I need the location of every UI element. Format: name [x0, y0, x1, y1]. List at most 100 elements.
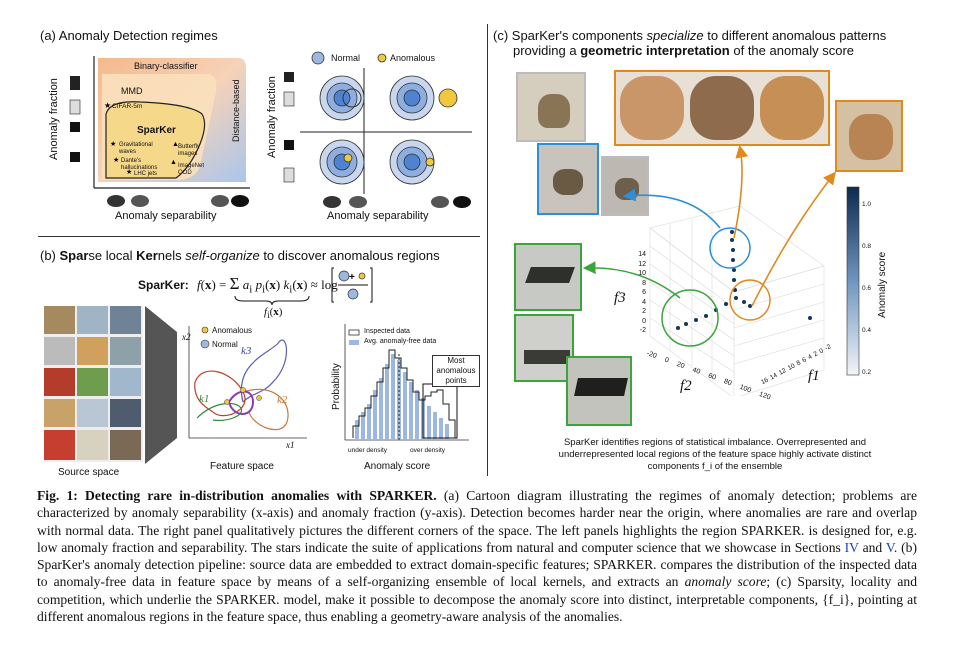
sparker-formula: f(x) = Σ ai pi(x) ki(x) ≈ log: [197, 274, 338, 296]
legend-normal: Normal: [331, 53, 361, 63]
svg-text:▲: ▲: [172, 141, 179, 148]
panel-a-title: (a) Anomaly Detection regimes: [40, 28, 218, 43]
f2-axis-label: f2: [680, 378, 692, 394]
panel-b-title: (b) Sparse local Kernels self-organize t…: [40, 248, 440, 263]
panel-c-title-line1: (c) SparKer's components specialize to d…: [493, 28, 887, 43]
f1-tick: 0: [818, 347, 825, 356]
grav-waves-label: Gravitational waves: [119, 142, 153, 155]
svg-text:▲: ▲: [170, 159, 177, 166]
feature-space-plot: [188, 326, 307, 439]
k2-label: k2: [277, 394, 288, 406]
caption-text-3: ; (c) Sparsity, locality and competition…: [37, 574, 917, 625]
colorbar-tick: 1.0: [862, 201, 872, 208]
legend-anomalous: Anomalous: [390, 53, 436, 63]
f3-tick: 4: [642, 298, 646, 306]
embedding-funnel: [145, 306, 177, 464]
f1-tick: 4: [806, 353, 814, 362]
right-xlabel: Anomaly separability: [327, 210, 429, 222]
over-density-label: over density: [410, 447, 446, 454]
caption-ref-v[interactable]: V: [885, 539, 894, 555]
svg-text:★: ★: [126, 168, 132, 176]
fi-label: fi(x): [264, 306, 283, 321]
panel-c-title-line2: providing a geometric interpretation of …: [513, 43, 855, 58]
hist-legend-inspected: Inspected data: [364, 328, 410, 335]
butterfly-label: Butterfly images: [178, 144, 201, 157]
f3-tick: 6: [642, 289, 646, 296]
panel-c-note: SparKer identifies regions of statistica…: [558, 437, 872, 472]
f1-axis-label: f1: [808, 368, 820, 384]
figure-caption: Fig. 1: Detecting rare in-distribution a…: [37, 487, 917, 625]
thumb-plane-2: [566, 356, 632, 426]
thumb-dog-single: [835, 100, 903, 172]
anomaly-score-label: Anomaly score: [364, 461, 431, 472]
f3-tick: 14: [638, 251, 646, 258]
thumb-deer-1: [537, 143, 599, 215]
sparker-formula-label: SparKer:: [138, 278, 189, 292]
lhc-label: LHC jets: [134, 171, 158, 177]
separator-bc: [487, 24, 488, 476]
f3-tick: 2: [642, 308, 646, 315]
colorbar-tick: 0.4: [862, 327, 872, 334]
colorbar-tick: 0.8: [862, 243, 872, 250]
x1-label: x1: [286, 440, 295, 450]
under-density-label: under density: [348, 447, 388, 454]
caption-ref-iv[interactable]: IV: [844, 539, 859, 555]
f3-tick: 12: [638, 260, 646, 268]
f3-tick: 0: [642, 317, 646, 325]
k3-label: k3: [241, 345, 252, 357]
caption-anomaly-score: anomaly score: [684, 574, 767, 590]
colorbar-tick: 0.6: [862, 285, 872, 292]
regime-diagram-left: ★ ★ ▲ ★ ▲ ★: [69, 56, 250, 207]
formula-fraction: +: [331, 267, 373, 303]
dante-label: Dante's hallucinations: [121, 158, 158, 171]
colorbar-label: Anomaly score: [877, 251, 888, 318]
binary-classifier-label: Binary-classifier: [134, 61, 198, 71]
svg-text:★: ★: [104, 101, 111, 110]
feature-legend-anomalous: Anomalous: [212, 326, 253, 335]
f3-ticks: 14 12 10 8 6 4 2 0 -2: [632, 250, 646, 336]
source-space-label: Source space: [58, 467, 120, 478]
thumb-ship: [514, 314, 574, 382]
x2-label: x2: [182, 332, 191, 342]
feature-space-label: Feature space: [210, 461, 274, 472]
f3-tick: 8: [642, 279, 646, 287]
f1-tick: 6: [801, 356, 808, 365]
f2-tick: 0: [663, 356, 670, 365]
sparker-region-label: SparKer: [137, 125, 176, 136]
svg-text:★: ★: [110, 140, 116, 148]
left-xlabel: Anomaly separability: [115, 210, 217, 222]
f1-tick: 2: [812, 350, 820, 359]
thumb-cat: [516, 72, 586, 142]
svg-text:+: +: [349, 272, 355, 283]
f1-tick: 8: [795, 359, 802, 368]
distance-based-label: Distance-based: [231, 79, 241, 142]
hist-legend-free: Avg. anomaly-free data: [364, 338, 437, 345]
f3-tick: 10: [638, 270, 646, 277]
thumb-plane-1: [514, 243, 582, 311]
caption-text-2: . (b) SparKer's anomaly detection pipeli…: [37, 539, 917, 590]
imagenet-label: ImageNet OOD: [178, 163, 205, 176]
latent-3d-plot: [649, 205, 825, 396]
svg-text:★: ★: [113, 156, 119, 164]
caption-and: and: [858, 539, 886, 555]
caption-label: Fig. 1: Detecting rare in-distribution a…: [37, 488, 437, 503]
regime-diagram-right: [283, 51, 472, 208]
most-anomalous-label: Most anomalous points: [432, 355, 480, 387]
colorbar-tick: 0.2: [862, 369, 872, 376]
source-image-grid: [44, 306, 143, 462]
k1-label: k1: [199, 393, 210, 405]
mmd-label: MMD: [121, 86, 143, 96]
f3-tick: -2: [639, 327, 646, 334]
caption-text-1: (a) Cartoon diagram illustrating the reg…: [37, 488, 917, 555]
thumb-dogs-strip: [614, 70, 830, 146]
left-ylabel: Anomaly fraction: [48, 78, 60, 160]
formula-underbrace: [234, 295, 310, 306]
feature-legend-normal: Normal: [212, 340, 238, 349]
colorbar-ticks: 1.0 0.8 0.6 0.4 0.2: [862, 184, 871, 394]
separator-ab: [38, 236, 480, 237]
cifar-label: CIFAR-5m: [112, 103, 143, 110]
right-ylabel: Anomaly fraction: [266, 76, 278, 158]
component-arrows: [582, 144, 836, 307]
colorbar: [846, 186, 860, 376]
f3-axis-label: f3: [614, 290, 626, 306]
